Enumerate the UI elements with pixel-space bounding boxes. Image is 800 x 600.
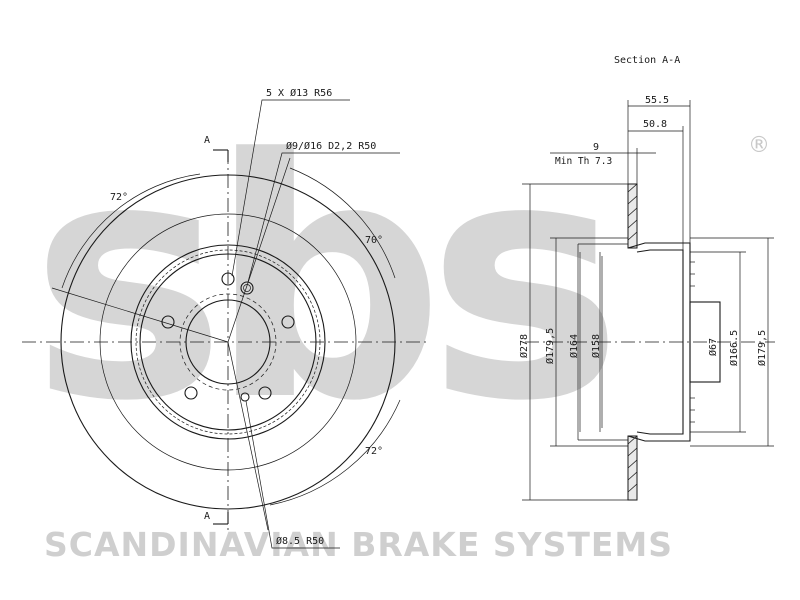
- angle-label-bottom-right: 72°: [365, 446, 383, 457]
- section-marker-top: A: [204, 135, 229, 162]
- drum-serrated-circle: [135, 249, 321, 435]
- threaded-hole-inner: [243, 284, 251, 292]
- front-view: 72° 70° 72° A A 5 X Ø13 R56 Ø9/Ø16 D2,2 …: [22, 87, 430, 549]
- dia-hat-inner-label: Ø166.5: [728, 330, 740, 366]
- radial-line-lower-right: [227, 341, 269, 531]
- radial-line-left: [51, 287, 229, 343]
- dim-thickness-label: 9: [593, 142, 599, 153]
- radial-line-upper-right: [227, 157, 291, 343]
- section-marker-bottom-label: A: [204, 511, 210, 522]
- small-hole-label: Ø8.5 R50: [276, 535, 324, 547]
- threaded-hole-label: Ø9/Ø16 D2,2 R50: [286, 140, 376, 152]
- angle-label-right: 70°: [365, 235, 383, 246]
- angle-arc-bottom-right: [269, 399, 401, 506]
- section-title: Section A-A: [614, 55, 680, 66]
- small-hole: [240, 392, 250, 402]
- bolt-pattern-leader: [231, 99, 350, 277]
- small-hole-leader: [245, 400, 340, 549]
- brand-name-text: SCANDINAVIAN BRAKE SYSTEMS: [44, 525, 673, 564]
- section-view: Section A-A 5: [518, 55, 775, 501]
- bolt-pitch-circle: [179, 293, 277, 391]
- hat-serration: [690, 261, 695, 423]
- angle-label-top-left: 72°: [110, 192, 128, 203]
- threaded-hole-leader: [247, 152, 400, 283]
- bolt-hole-1: [221, 272, 235, 286]
- bolt-hole-3: [258, 386, 272, 400]
- drum-outer-circle: [130, 244, 326, 440]
- dim-hat-width-label: 50.8: [643, 119, 667, 130]
- center-bore-circle: [185, 299, 271, 385]
- dia-center-bore-label: Ø67: [707, 338, 719, 356]
- section-marker-bottom: A: [204, 511, 229, 525]
- registered-mark: ®: [748, 133, 770, 158]
- dia-hat-outer-label: Ø179,5: [756, 330, 768, 366]
- threaded-hole: [240, 281, 254, 295]
- bolt-hole-2: [281, 315, 295, 329]
- center-bore-section: [689, 301, 721, 383]
- section-marker-top-label: A: [204, 135, 210, 146]
- angle-arc-top-left: [61, 173, 201, 289]
- angle-arc-right: [289, 167, 396, 279]
- drum-inner-circle: [139, 253, 317, 431]
- dia-drum-outer-label: Ø179,5: [544, 328, 556, 364]
- friction-ring-inner-circle: [99, 213, 357, 471]
- dia-drum-mid-label: Ø164: [568, 334, 580, 358]
- bolt-pattern-label: 5 X Ø13 R56: [266, 87, 332, 99]
- dim-overall-width-label: 55.5: [645, 95, 669, 106]
- dim-min-thickness-label: Min Th 7.3: [555, 156, 612, 167]
- section-hatching: [627, 183, 638, 493]
- bolt-hole-4: [184, 386, 198, 400]
- dia-drum-inner-label: Ø158: [590, 334, 602, 358]
- dia-outer-label: Ø278: [518, 334, 530, 358]
- hat-inner-profile: [636, 249, 684, 435]
- disc-outer-circle: [60, 174, 396, 510]
